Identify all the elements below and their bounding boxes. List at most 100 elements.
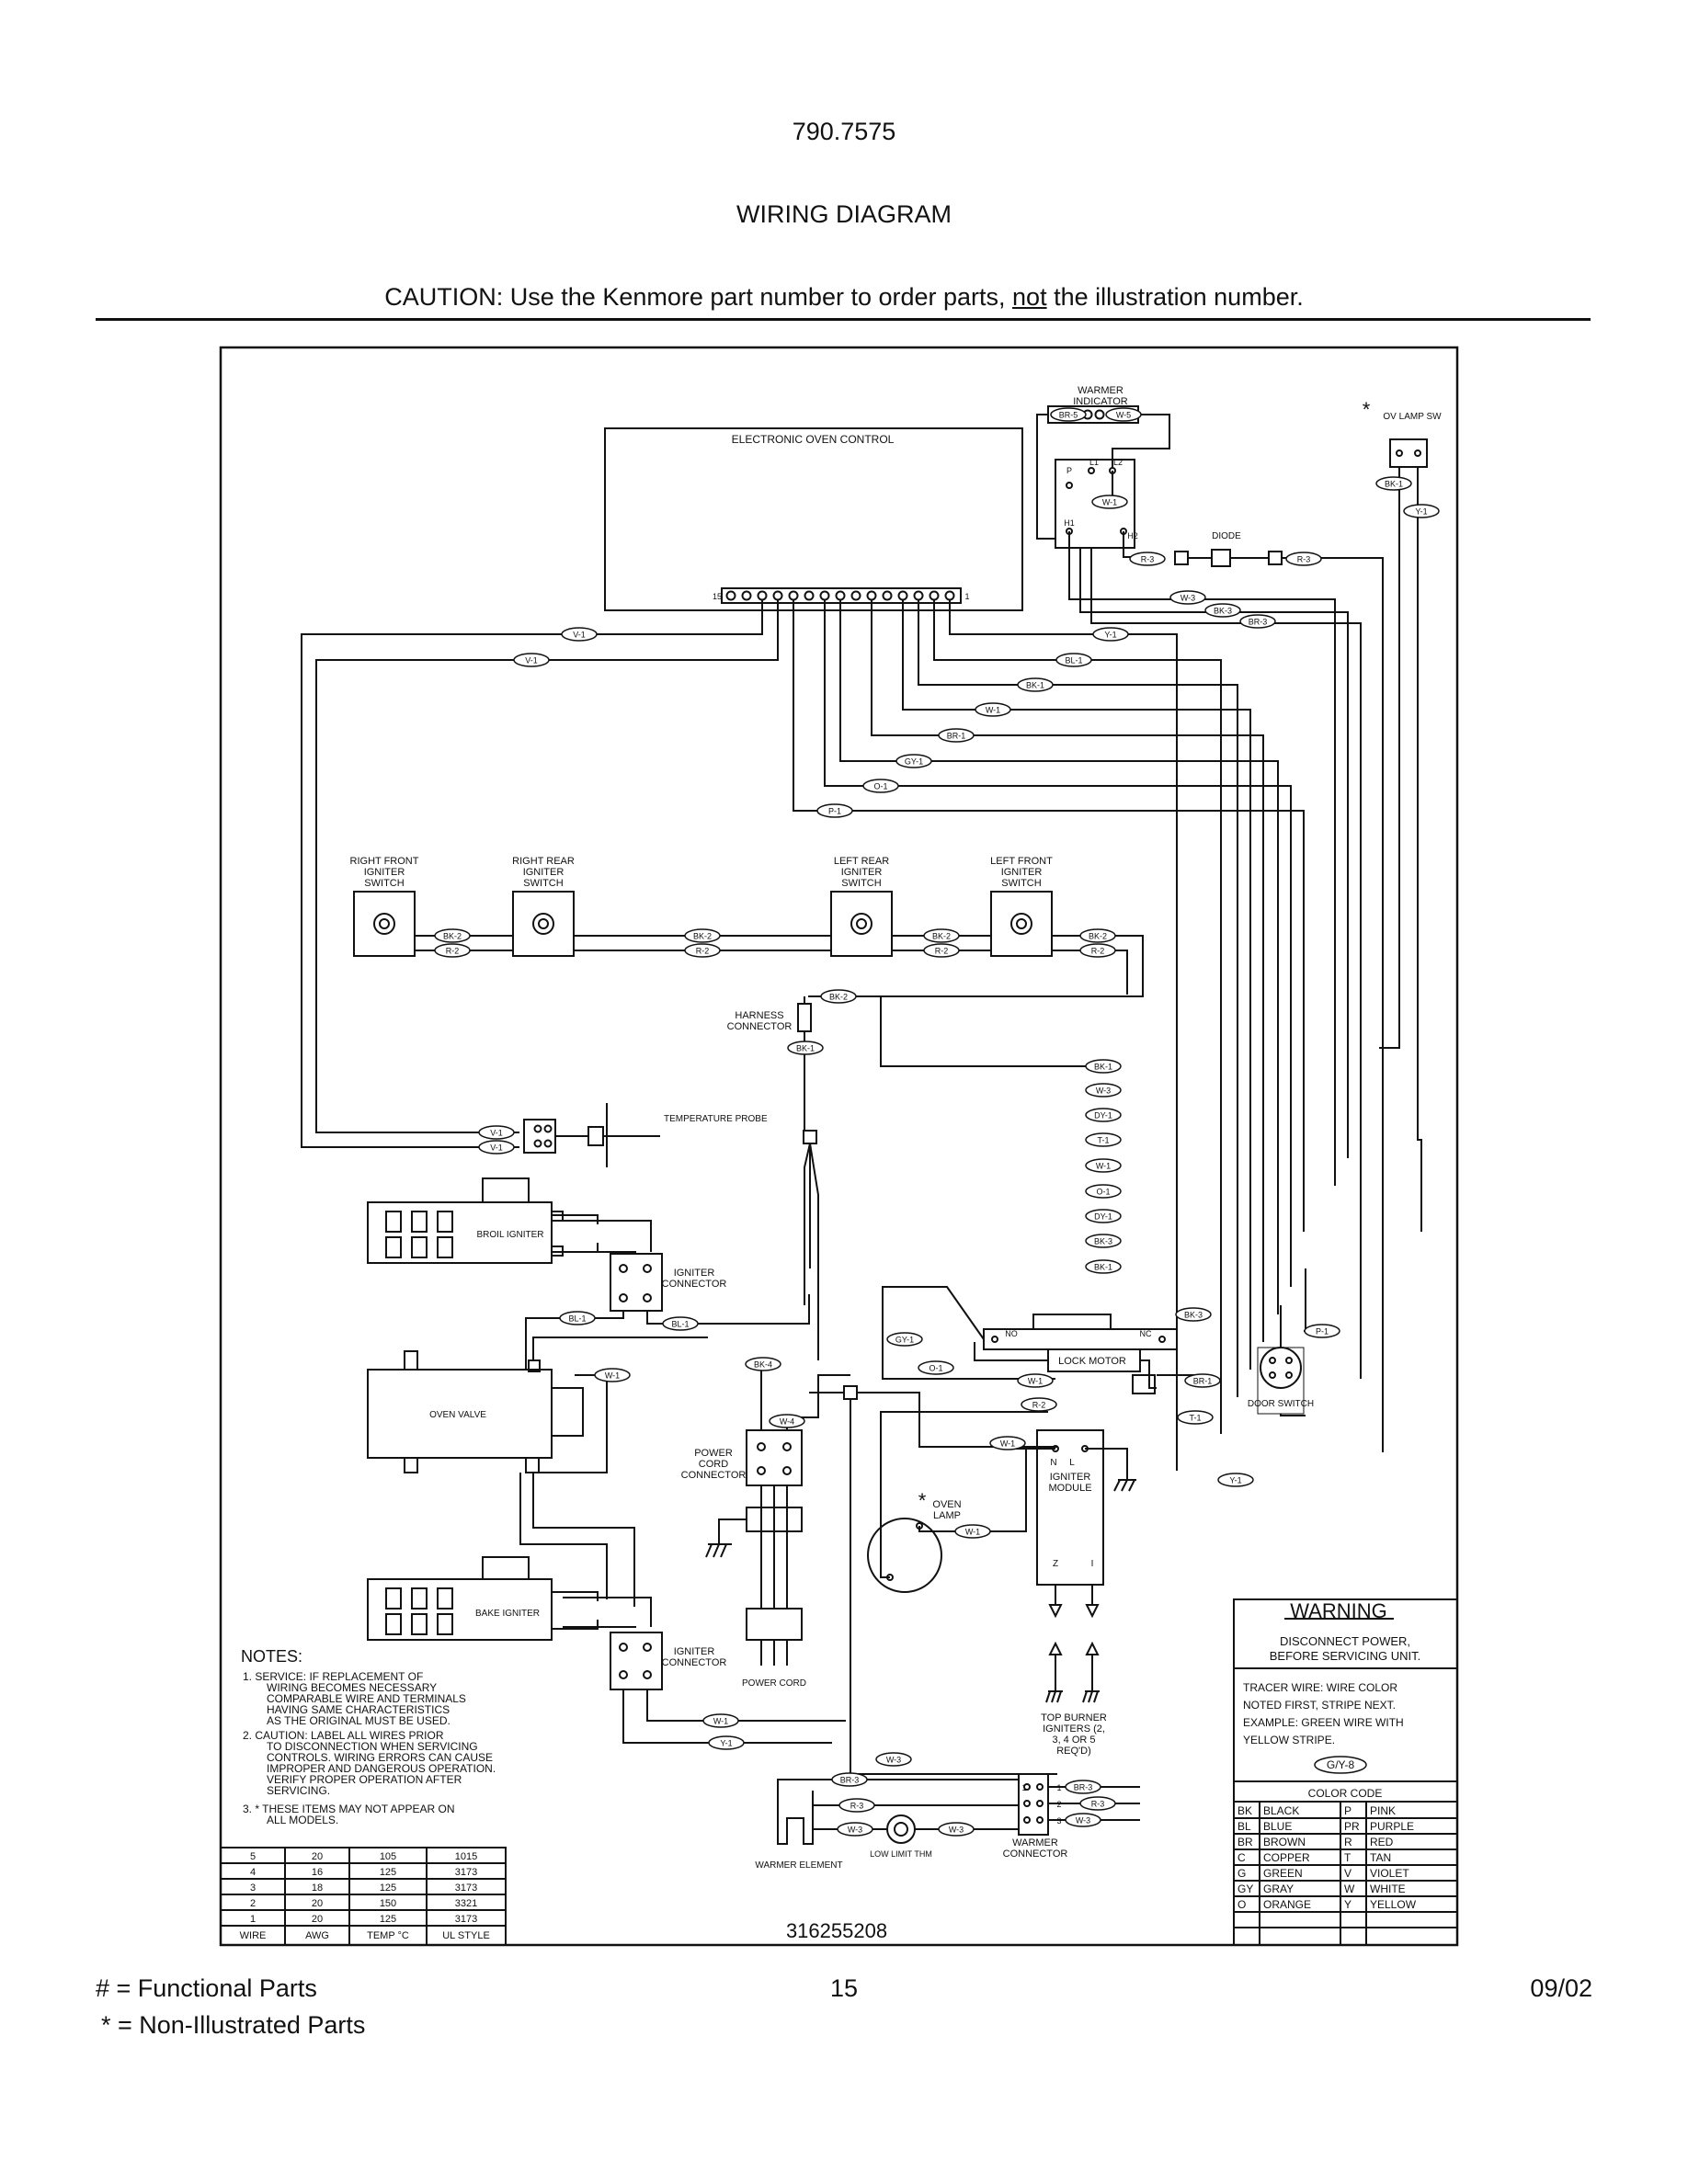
wire-tag-bk4: BK-4 [745, 1357, 781, 1371]
module-i: I [1091, 1559, 1094, 1569]
wire-table-cell: 150 [380, 1898, 396, 1909]
svg-text:O-1: O-1 [929, 1364, 942, 1373]
svg-text:BK-2: BK-2 [932, 932, 951, 941]
svg-text:W-1: W-1 [1028, 1377, 1043, 1386]
color-code-cell: GRAY [1263, 1883, 1294, 1895]
wire-tag-gy1: GY-1 [895, 754, 932, 768]
right-rear-igniter-label: RIGHT REAR [512, 856, 575, 867]
svg-text:G/Y-8: G/Y-8 [1327, 1758, 1355, 1771]
wire-tag-bk1: BK-1 [1017, 677, 1054, 692]
svg-text:BK-1: BK-1 [1094, 1263, 1112, 1272]
diagram-border [219, 346, 1459, 1947]
svg-text:V-1: V-1 [490, 1129, 503, 1138]
svg-text:Y-1: Y-1 [1229, 1476, 1241, 1485]
wire-tag-y1: Y-1 [1092, 627, 1129, 642]
svg-text:W-3: W-3 [1076, 1816, 1090, 1826]
svg-text:W-1: W-1 [986, 706, 1000, 715]
color-code-cell: BLACK [1263, 1804, 1299, 1817]
caution-text-start: CAUTION: Use the Kenmore part number to … [384, 283, 1013, 311]
wire-tag-w3: W-3 [1085, 1083, 1122, 1098]
wire-tag-bk1: BK-1 [787, 1041, 824, 1055]
wire-tag-t1: T-1 [1177, 1410, 1214, 1425]
wire-table-cell: 2 [250, 1898, 256, 1909]
wire-tag-r2: R-2 [1021, 1397, 1057, 1412]
svg-text:R-2: R-2 [696, 947, 710, 956]
svg-text:GY-1: GY-1 [905, 757, 923, 767]
svg-text:V-1: V-1 [573, 631, 586, 640]
color-code-cell: BLUE [1263, 1820, 1292, 1833]
wire-tag-r2: R-2 [923, 943, 960, 958]
low-limit-label: LOW LIMIT THM [870, 1849, 932, 1859]
eoc-box [604, 427, 1023, 611]
wire-tag-p1: P-1 [1304, 1324, 1340, 1338]
color-code-cell: C [1237, 1851, 1246, 1864]
power-cord-plug [746, 1608, 803, 1641]
note-1-line: HAVING SAME CHARACTERISTICS [267, 1703, 450, 1716]
warmer-conn-pin-1b: 1 [1056, 1783, 1061, 1792]
svg-text:Y-1: Y-1 [1415, 507, 1427, 517]
note-2-line: 2. CAUTION: LABEL ALL WIRES PRIOR [243, 1729, 444, 1742]
svg-text:BR-3: BR-3 [1074, 1783, 1093, 1792]
color-code-cell: R [1344, 1836, 1352, 1848]
wire-tag-bk3: BK-3 [1175, 1307, 1212, 1322]
wire-tag-w3: W-3 [1169, 590, 1206, 605]
note-2-line: VERIFY PROPER OPERATION AFTER [267, 1773, 462, 1786]
harness-connector-label: CONNECTOR [727, 1021, 793, 1032]
wire-tag-w1: W-1 [975, 702, 1011, 717]
left-rear-igniter-label: IGNITER [841, 867, 883, 878]
note-2-line: CONTROLS. WIRING ERRORS CAN CAUSE [267, 1751, 493, 1764]
color-code-cell: PR [1344, 1820, 1360, 1833]
right-front-igniter-label: RIGHT FRONT [350, 856, 419, 867]
ov-lamp-switch-label: OV LAMP SW [1383, 412, 1442, 422]
svg-text:R-2: R-2 [1091, 947, 1105, 956]
broil-igniter-label: BROIL IGNITER [477, 1230, 544, 1240]
svg-text:BK-2: BK-2 [693, 932, 712, 941]
note-3-line: ALL MODELS. [267, 1814, 338, 1826]
wire-tag-w3: W-3 [938, 1822, 975, 1837]
warmer-element [777, 1791, 814, 1845]
right-rear-igniter-label: SWITCH [523, 878, 563, 889]
wire-table-cell: 20 [312, 1898, 323, 1909]
warmer-indicator-label: WARMER [1078, 385, 1123, 396]
wire-tag-t1: T-1 [1085, 1132, 1122, 1147]
svg-text:R-2: R-2 [1032, 1401, 1046, 1410]
color-code-cell: BL [1237, 1820, 1251, 1833]
svg-text:BK-2: BK-2 [829, 993, 848, 1002]
note-2-line: IMPROPER AND DANGEROUS OPERATION. [267, 1762, 496, 1775]
svg-text:R-3: R-3 [1297, 555, 1311, 564]
svg-text:O-1: O-1 [873, 782, 887, 791]
color-code-cell: T [1344, 1851, 1352, 1864]
wire-tag-bk2: BK-2 [434, 928, 471, 943]
color-code-cell: Y [1344, 1898, 1352, 1911]
wire-v1-second [315, 600, 779, 1133]
wire-table-cell: 18 [312, 1883, 323, 1894]
relay-p: P [1066, 466, 1072, 475]
svg-text:W-3: W-3 [848, 1826, 862, 1835]
svg-text:W-3: W-3 [1180, 594, 1195, 603]
wire-tag-bk3: BK-3 [1085, 1234, 1122, 1248]
header-rule [96, 318, 1591, 321]
power-cord-connector-label: POWER [694, 1448, 733, 1459]
tracer-note-line: EXAMPLE: GREEN WIRE WITH [1243, 1716, 1404, 1729]
bake-igniter-connector [610, 1632, 663, 1690]
relay-box [1055, 459, 1135, 549]
left-rear-igniter-switch [830, 891, 893, 957]
wire-tag-bl1: BL-1 [1055, 653, 1092, 667]
wire-br1 [871, 600, 1264, 1342]
wire-tag-bk1: BK-1 [1375, 476, 1412, 491]
caution-text-end: the illustration number. [1046, 283, 1304, 311]
warmer-conn-pin-3: 3 [1056, 1816, 1061, 1826]
svg-text:T-1: T-1 [1189, 1414, 1201, 1423]
lock-no-label: NO [1005, 1329, 1018, 1338]
relay-l1: L1 [1089, 458, 1099, 467]
svg-text:BK-1: BK-1 [1094, 1063, 1112, 1072]
wire-tag-w3: W-3 [875, 1752, 912, 1767]
temp-probe-label: TEMPERATURE PROBE [664, 1114, 768, 1124]
wire-bl1 [933, 600, 1222, 1434]
page-title: WIRING DIAGRAM [736, 200, 952, 228]
svg-text:W-5: W-5 [1116, 411, 1131, 420]
igniter-module-label: MODULE [1048, 1483, 1091, 1494]
igniter-module-label: IGNITER [1050, 1472, 1091, 1483]
svg-text:P-1: P-1 [1316, 1327, 1329, 1337]
